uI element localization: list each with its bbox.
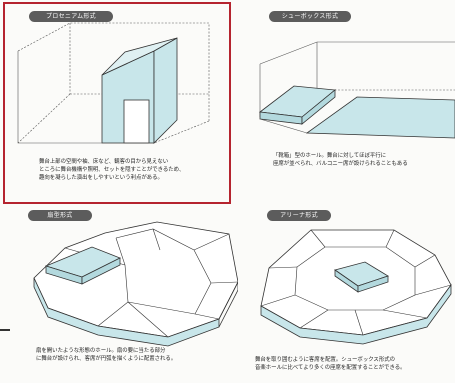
caption-line: 舞台上部の空間や袖、床など、観客の目から見えない: [39, 159, 169, 165]
margin-dash: [0, 329, 10, 331]
arena-caption: 舞台を取り囲むように客席を配置。シューボックス形式の 音楽ホールに比べてより多く…: [255, 356, 455, 372]
caption-line: ところに舞台機構や照明、セットを隠すことができるため、: [39, 167, 185, 173]
arena-label: アリーナ形式: [267, 210, 331, 221]
panel-shoebox: シューボックス形式 「靴箱」型のホール。舞台に対してほぼ平行に 座席が並べられ、…: [245, 2, 455, 204]
panel-arena: アリーナ形式 舞台を取り囲むように客席を配置。シューボックス形式の 音楽ホールに…: [245, 210, 455, 383]
arena-diagram: [260, 229, 452, 345]
proscenium-label: プロセニアム形式: [29, 11, 113, 22]
caption-line: 「靴箱」型のホール。舞台に対してほぼ平行に: [273, 153, 387, 159]
shoebox-caption: 「靴箱」型のホール。舞台に対してほぼ平行に 座席が並べられ、バルコニー席が設けら…: [273, 152, 455, 168]
selection-highlight: [3, 2, 231, 204]
fan-label: 扇型形式: [28, 210, 92, 221]
proscenium-caption: 舞台上部の空間や袖、床など、観客の目から見えない ところに舞台機構や照明、セット…: [39, 158, 229, 182]
caption-line: 座席が並べられ、バルコニー席が設けられることもある: [273, 161, 408, 167]
caption-line: に舞台が設けられ、客席が円弧を描くように配置される。: [36, 356, 177, 362]
caption-line: 趣向を凝らした演出をしやすいという利点がある。: [39, 175, 163, 181]
shoebox-diagram: [258, 41, 455, 139]
fan-caption: 扇を開いたような形態のホール。扇の要に当たる部分 に舞台が設けられ、客席が円弧を…: [36, 347, 236, 363]
caption-line: 音楽ホールに比べてより多くの座席を配置することができる。: [255, 365, 406, 371]
panel-fan: 扇型形式 扇を開いたような形態のホール。扇の要に当たる部分 に舞台が設けられ、客…: [10, 210, 238, 383]
shoebox-label: シューボックス形式: [269, 11, 351, 22]
fan-diagram: [33, 221, 238, 347]
caption-line: 舞台を取り囲むように客席を配置。シューボックス形式の: [255, 357, 395, 363]
panel-proscenium: プロセニアム形式 舞台上部の空間や袖、床など、観客の目から見えない ところに舞台…: [3, 2, 231, 204]
proscenium-diagram: [17, 22, 210, 144]
caption-line: 扇を開いたような形態のホール。扇の要に当たる部分: [36, 348, 166, 354]
